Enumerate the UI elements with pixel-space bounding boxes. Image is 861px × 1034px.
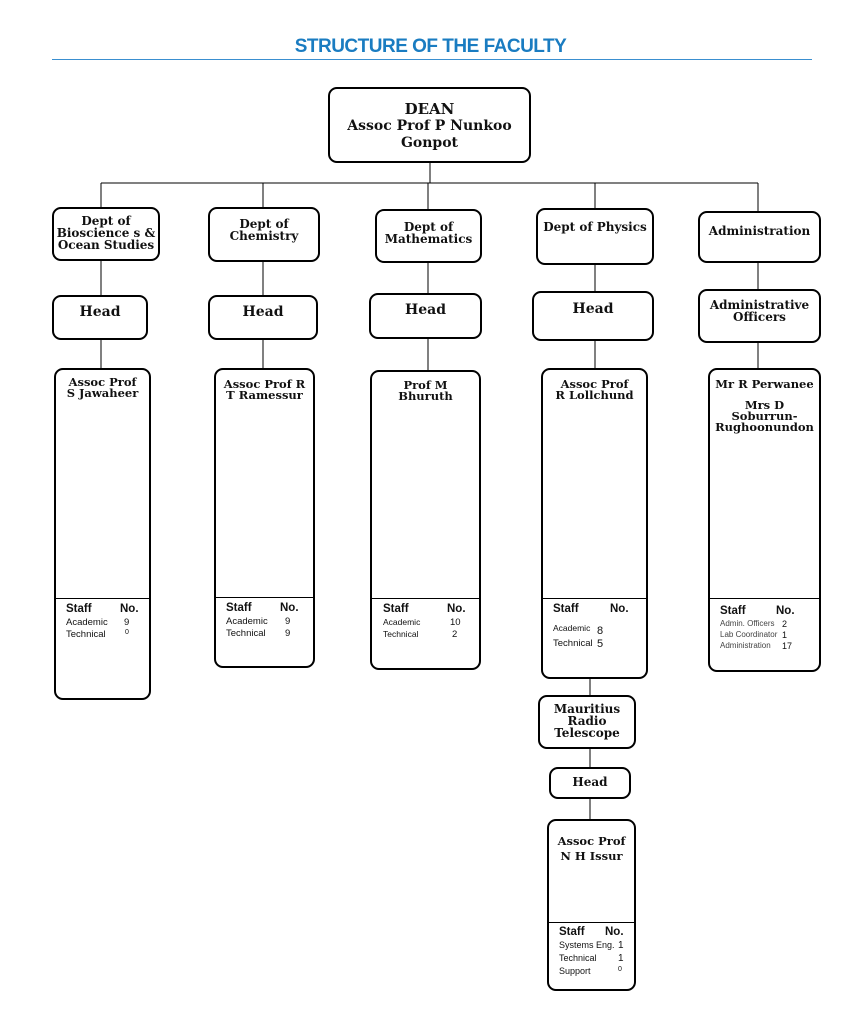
title-underline	[52, 59, 812, 60]
head-physics-box: Head	[532, 291, 654, 341]
head-chemistry-label: Head	[242, 304, 284, 320]
staff-row: Systems Eng.1	[559, 940, 624, 951]
dept-bioscience-name: Dept of Bioscience s & Ocean Studies	[56, 214, 156, 252]
page-title: STRUCTURE OF THE FACULTY	[294, 36, 567, 57]
dept-bioscience-box: Dept of Bioscience s & Ocean Studies	[52, 207, 160, 261]
person-administration-name: Mr R Perwanee	[715, 377, 814, 391]
head-mrt-box: Head	[549, 767, 631, 799]
administration-box: Administration	[698, 211, 821, 263]
person-administration-name-2: Mrs D Soburrun- Rughoonundon	[715, 398, 814, 434]
administration-name: Administration	[708, 224, 811, 238]
head-chemistry-box: Head	[208, 295, 318, 340]
mrt-box: Mauritius Radio Telescope	[538, 695, 636, 749]
head-bioscience-box: Head	[52, 295, 148, 340]
dean-name: Assoc Prof P Nunkoo Gonpot	[347, 118, 512, 151]
dept-physics-box: Dept of Physics	[536, 208, 654, 265]
head-mathematics-box: Head	[369, 293, 482, 339]
person-administration-box: Mr R Perwanee Mrs D Soburrun- Rughoonund…	[708, 368, 821, 672]
head-physics-label: Head	[572, 301, 614, 317]
dept-mathematics-name: Dept of Mathematics	[384, 220, 473, 246]
dean-title: DEAN	[404, 100, 455, 118]
person-mrt-name: Assoc Prof N H Issur	[557, 834, 626, 863]
dept-physics-name: Dept of Physics	[543, 220, 647, 234]
dean-box: DEAN Assoc Prof P Nunkoo Gonpot	[328, 87, 531, 163]
person-mathematics-name: Prof M Bhuruth	[398, 378, 453, 403]
head-mathematics-label: Head	[405, 302, 446, 318]
staff-header: Staff	[66, 603, 92, 615]
person-physics-name: Assoc Prof R Lollchund	[555, 377, 634, 402]
person-chemistry-name: Assoc Prof R T Ramessur	[223, 377, 306, 402]
count-header: No.	[120, 603, 139, 615]
dept-mathematics-box: Dept of Mathematics	[375, 209, 482, 263]
administrative-officers-box: Administrative Officers	[698, 289, 821, 343]
mrt-name: Mauritius Radio Telescope	[553, 702, 621, 740]
dept-chemistry-name: Dept of Chemistry	[229, 217, 299, 243]
head-bioscience-label: Head	[79, 304, 121, 320]
person-bioscience-name: Assoc Prof S Jawaheer	[66, 375, 139, 400]
administrative-officers-label: Administrative Officers	[709, 298, 810, 324]
head-mrt-label: Head	[572, 775, 608, 789]
dept-chemistry-box: Dept of Chemistry	[208, 207, 320, 262]
